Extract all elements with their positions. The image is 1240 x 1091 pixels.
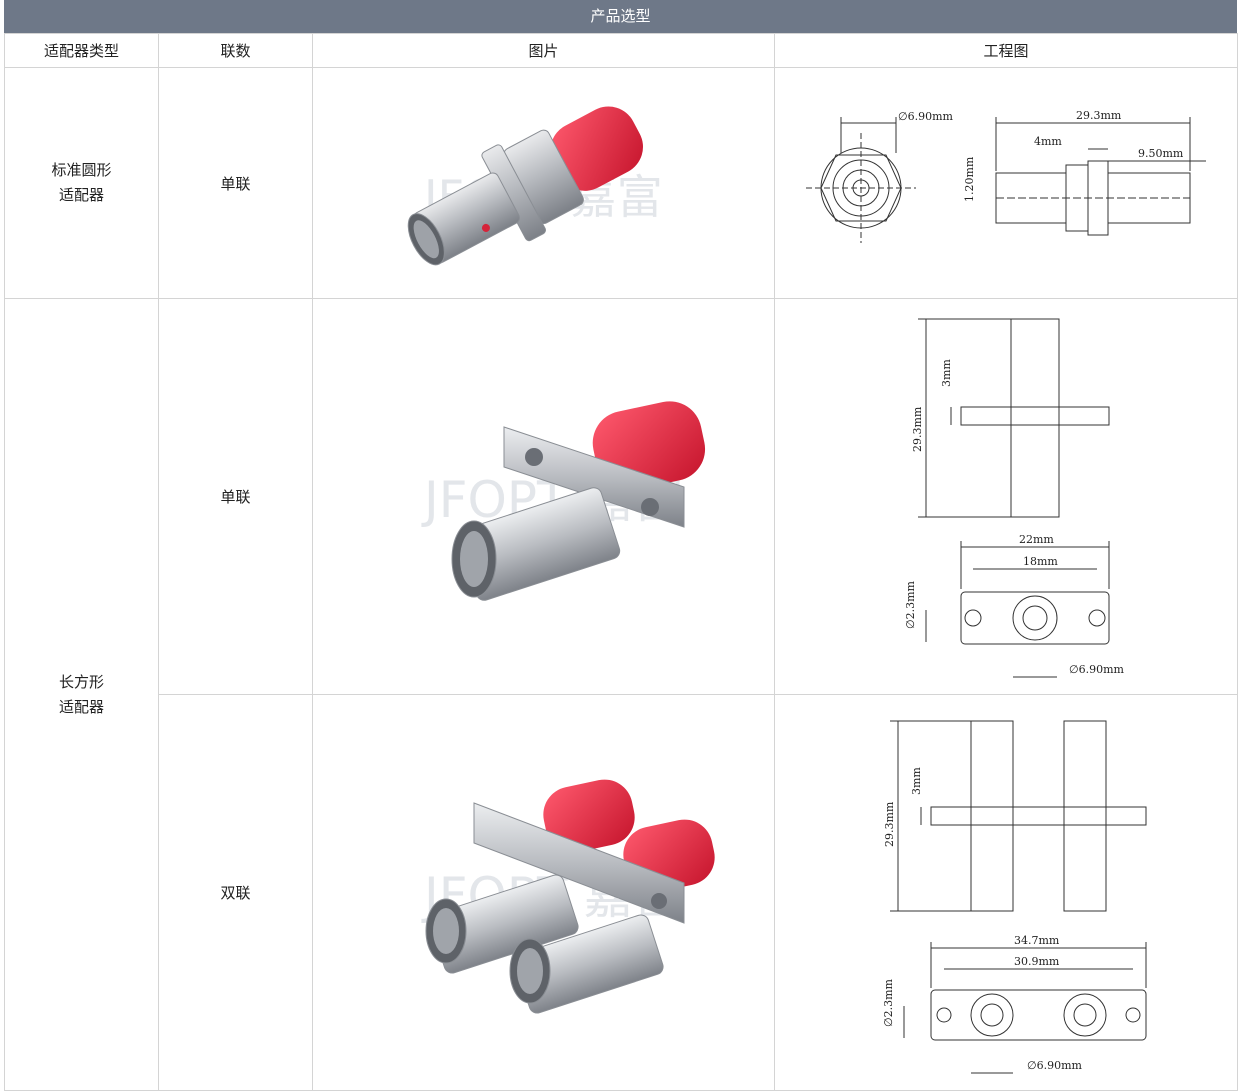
count-cell: 双联 (158, 694, 313, 1091)
dim-diameter: ∅6.90mm (898, 110, 954, 123)
adapter-type-line2: 适配器 (58, 697, 104, 716)
header-photo: 图片 (312, 33, 775, 68)
dim-height: 29.3mm (911, 406, 924, 452)
header-drawing: 工程图 (774, 33, 1238, 68)
adapter-type-cell: 标准圆形 适配器 (4, 67, 159, 299)
dim-height: 29.3mm (883, 801, 896, 847)
dim-thread: 1.20mm (963, 156, 976, 202)
rect-adapter-single-drawing: 29.3mm 3mm 22mm 18mm ∅2.3mm (904, 318, 1125, 677)
dim-hole: ∅2.3mm (882, 978, 895, 1027)
adapter-type-cell: 长方形 适配器 (4, 298, 159, 1091)
adapter-type-line2: 适配器 (58, 186, 104, 204)
table-row: 双联 JFOPT 嘉富 (5, 694, 1238, 1091)
photo-cell: JFOPT 嘉富 (312, 298, 775, 695)
dim-width: 22mm (1019, 533, 1054, 546)
photo-cell: JFOPT 嘉富 (312, 67, 775, 299)
selection-table: 适配器类型 联数 图片 工程图 标准圆形 适配器 单联 (4, 33, 1238, 1091)
dim-pitch: 18mm (1023, 555, 1058, 568)
table-row: 标准圆形 适配器 单联 JFOPT 嘉富 (4, 67, 1238, 299)
header-count: 联数 (158, 33, 313, 68)
drawing-cell: ∅6.90mm 29.3mm 4mm 9.50mm 1.20mm (774, 67, 1238, 299)
rect-adapter-single-photo: JFOPT 嘉富 (421, 400, 705, 601)
header-adapter-type: 适配器类型 (4, 33, 159, 68)
count-cell: 单联 (158, 67, 313, 299)
drawing-cell: 29.3mm 3mm 34.7mm 30.9mm (774, 694, 1238, 1091)
dim-width: 34.7mm (1014, 934, 1060, 947)
dim-hole: ∅2.3mm (904, 580, 917, 629)
photo-cell: JFOPT 嘉富 (312, 694, 775, 1091)
dim-diameter: ∅6.90mm (1069, 663, 1125, 676)
count-cell: 单联 (158, 298, 313, 695)
adapter-type-line1: 长方形 (58, 672, 104, 691)
dim-length: 29.3mm (1076, 109, 1122, 122)
rect-adapter-duplex-drawing: 29.3mm 3mm 34.7mm 30.9mm (882, 720, 1147, 1073)
rect-adapter-duplex-photo: JFOPT 嘉富 (421, 779, 715, 1014)
round-adapter-photo: JFOPT 嘉富 (407, 106, 662, 266)
dim-flange: 3mm (910, 766, 923, 794)
dim-diameter: ∅6.90mm (1027, 1059, 1083, 1072)
table-row: 长方形 适配器 单联 JFOPT 嘉富 (4, 298, 1238, 1091)
page-title: 产品选型 (4, 0, 1237, 33)
table-header-row: 适配器类型 联数 图片 工程图 (4, 33, 1238, 68)
dim-seg2: 9.50mm (1138, 147, 1184, 160)
dim-flange: 3mm (940, 358, 953, 386)
dim-seg1: 4mm (1034, 135, 1062, 148)
dim-pitch: 30.9mm (1014, 955, 1060, 968)
adapter-type-line1: 标准圆形 (51, 161, 112, 179)
drawing-cell: 29.3mm 3mm 22mm 18mm ∅2.3mm (774, 298, 1238, 695)
round-adapter-drawing: ∅6.90mm 29.3mm 4mm 9.50mm 1.20mm (806, 109, 1206, 243)
